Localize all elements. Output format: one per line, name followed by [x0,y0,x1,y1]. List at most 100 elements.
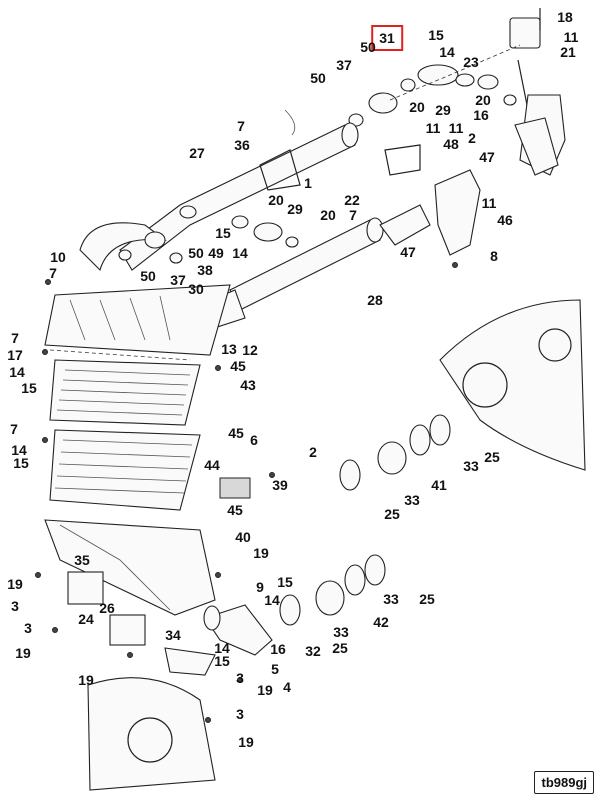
callout-19[interactable]: 19 [253,545,269,561]
callout-8[interactable]: 8 [490,248,498,264]
callout-19[interactable]: 19 [7,576,23,592]
callout-17[interactable]: 17 [7,347,23,363]
callout-14[interactable]: 14 [264,592,280,608]
callout-25[interactable]: 25 [484,449,500,465]
callout-33[interactable]: 33 [463,458,479,474]
callout-42[interactable]: 42 [373,614,389,630]
callout-11[interactable]: 11 [448,120,464,136]
callout-23[interactable]: 23 [463,54,479,70]
callout-32[interactable]: 32 [305,643,321,659]
callout-49[interactable]: 49 [208,245,224,261]
callout-16[interactable]: 16 [270,641,286,657]
callout-11[interactable]: 11 [563,29,579,45]
callout-27[interactable]: 27 [189,145,205,161]
callout-30[interactable]: 30 [188,281,204,297]
callout-14[interactable]: 14 [11,442,27,458]
callout-2[interactable]: 2 [468,130,476,146]
callout-16[interactable]: 16 [473,107,489,123]
callout-9[interactable]: 9 [256,579,264,595]
callout-3[interactable]: 3 [236,670,244,686]
callout-22[interactable]: 22 [344,192,360,208]
callout-7[interactable]: 7 [11,330,19,346]
callout-37[interactable]: 37 [170,272,186,288]
callout-39[interactable]: 39 [272,477,288,493]
callout-11[interactable]: 11 [425,120,441,136]
callout-15[interactable]: 15 [215,225,231,241]
callout-28[interactable]: 28 [367,292,383,308]
callout-1[interactable]: 1 [304,175,312,191]
callout-20[interactable]: 20 [268,192,284,208]
callout-14[interactable]: 14 [214,640,230,656]
callout-2[interactable]: 2 [309,444,317,460]
callout-41[interactable]: 41 [431,477,447,493]
callout-20[interactable]: 20 [475,92,491,108]
callout-19[interactable]: 19 [257,682,273,698]
callout-12[interactable]: 12 [242,342,258,358]
callout-7[interactable]: 7 [237,118,245,134]
callout-29[interactable]: 29 [287,201,303,217]
callout-15[interactable]: 15 [277,574,293,590]
callout-33[interactable]: 33 [333,624,349,640]
callout-15[interactable]: 15 [21,380,37,396]
callout-7[interactable]: 7 [10,421,18,437]
callout-37[interactable]: 37 [336,57,352,73]
callout-45[interactable]: 45 [228,425,244,441]
callout-46[interactable]: 46 [497,212,513,228]
callout-50[interactable]: 50 [310,70,326,86]
callout-45[interactable]: 45 [230,358,246,374]
callout-50[interactable]: 50 [360,39,376,55]
callout-3[interactable]: 3 [236,706,244,722]
callout-50[interactable]: 50 [140,268,156,284]
callout-4[interactable]: 4 [283,679,291,695]
callout-31-highlighted[interactable]: 31 [371,25,403,51]
callout-36[interactable]: 36 [234,137,250,153]
callout-43[interactable]: 43 [240,377,256,393]
callout-20[interactable]: 20 [409,99,425,115]
callout-50[interactable]: 50 [188,245,204,261]
callout-18[interactable]: 18 [557,9,573,25]
callout-19[interactable]: 19 [15,645,31,661]
callout-25[interactable]: 25 [419,591,435,607]
callout-38[interactable]: 38 [197,262,213,278]
callout-44[interactable]: 44 [204,457,220,473]
upper-elbow-group [348,44,521,127]
lower-housing [44,519,216,646]
callout-21[interactable]: 21 [560,44,576,60]
callout-3[interactable]: 3 [11,598,19,614]
callout-35[interactable]: 35 [74,552,90,568]
callout-45[interactable]: 45 [227,502,243,518]
callout-26[interactable]: 26 [99,600,115,616]
callout-19[interactable]: 19 [78,672,94,688]
callout-14[interactable]: 14 [232,245,248,261]
callout-20[interactable]: 20 [320,207,336,223]
callout-3[interactable]: 3 [24,620,32,636]
callout-47[interactable]: 47 [400,244,416,260]
callout-29[interactable]: 29 [435,102,451,118]
callout-34[interactable]: 34 [165,627,181,643]
callout-14[interactable]: 14 [439,44,455,60]
callout-15[interactable]: 15 [214,653,230,669]
callout-24[interactable]: 24 [78,611,94,627]
callout-15[interactable]: 15 [13,455,29,471]
callout-19[interactable]: 19 [238,734,254,750]
callout-48[interactable]: 48 [443,136,459,152]
callout-7[interactable]: 7 [49,265,57,281]
callout-40[interactable]: 40 [235,529,251,545]
callout-10[interactable]: 10 [50,249,66,265]
callout-5[interactable]: 5 [271,661,279,677]
callout-47[interactable]: 47 [479,149,495,165]
callout-33[interactable]: 33 [404,492,420,508]
callout-14[interactable]: 14 [9,364,25,380]
callout-13[interactable]: 13 [221,341,237,357]
callout-15[interactable]: 15 [428,27,444,43]
bracket-upper-right [509,8,566,176]
callout-7[interactable]: 7 [349,207,357,223]
callout-11[interactable]: 11 [481,195,497,211]
fasteners [35,262,458,723]
callout-25[interactable]: 25 [384,506,400,522]
callout-25[interactable]: 25 [332,640,348,656]
sleeve-set-lower [279,554,386,626]
callout-6[interactable]: 6 [250,432,258,448]
callout-33[interactable]: 33 [383,591,399,607]
